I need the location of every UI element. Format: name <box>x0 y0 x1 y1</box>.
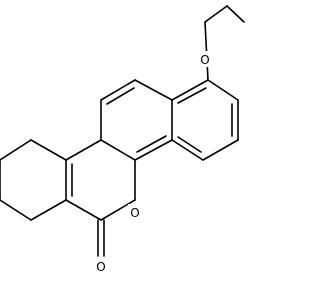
bond-ring-b-2 <box>100 79 136 101</box>
ring-oxygen-label: O <box>130 206 139 220</box>
bond-ring-b-5 <box>134 139 173 161</box>
carbonyl-oxygen-label: O <box>96 260 105 274</box>
bond-ring-a-6-inner <box>177 87 207 104</box>
bond-ethyl-ch3-ch2 <box>226 5 245 23</box>
bond-ring-d-4 <box>0 199 32 221</box>
bond-ring-b-1 <box>134 79 173 101</box>
upper-aromatic-ring <box>171 79 239 161</box>
bond-ring-a-3 <box>202 139 239 161</box>
bond-ring-c-1 <box>65 139 102 161</box>
middle-aromatic-ring <box>100 79 173 161</box>
bond-ring-d-5 <box>30 199 67 221</box>
bond-ring-c-4 <box>100 199 136 221</box>
saturated-ring <box>0 139 67 221</box>
bond-ring-a-4 <box>171 139 204 161</box>
atom-ether-oxygen: O <box>198 51 212 67</box>
bond-ring-b-2-inner <box>106 87 135 105</box>
bond-ring-a-6 <box>171 79 209 101</box>
atom-carbonyl-oxygen: O <box>94 258 108 274</box>
bond-ring-d-1 <box>30 139 67 161</box>
bond-ring-a-4-inner <box>177 136 202 153</box>
bond-ring-d-2 <box>0 139 32 161</box>
atom-ring-oxygen: O <box>128 204 142 220</box>
bond-ring-b-5-inner <box>136 135 167 153</box>
lactone-ring <box>65 139 136 257</box>
ethoxy-group <box>204 5 245 81</box>
bond-ring-a-1 <box>207 79 239 101</box>
ether-oxygen-label: O <box>200 53 209 67</box>
bond-ring-b-4 <box>100 139 136 161</box>
bond-ethyl-ch2-o <box>204 5 228 23</box>
bond-ring-c-3 <box>65 199 102 221</box>
molecule-structure-diagram: O O O <box>0 5 245 274</box>
